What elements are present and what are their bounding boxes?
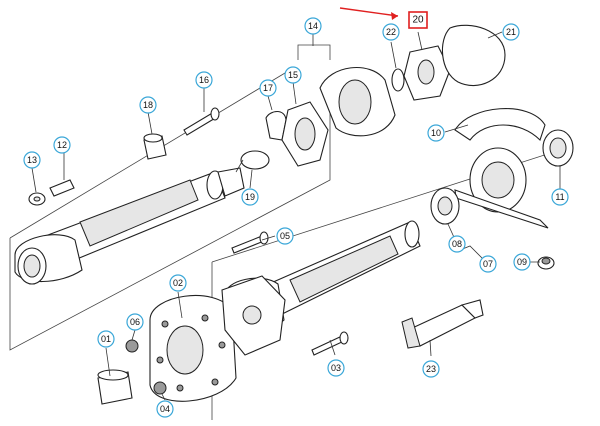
highlight-box [408,11,428,29]
bolt-and-washer [28,179,75,206]
callout-label: 11 [555,192,564,202]
callout-23: 23 [422,360,440,378]
callout-label: 20 [412,15,424,26]
seal-ring [542,129,574,167]
callout-19: 19 [241,188,259,206]
callout-label: 23 [426,364,436,374]
callout-circle [126,313,144,331]
callout-label: 02 [173,278,183,288]
callout-11: 11 [551,188,569,206]
callout-circle [97,330,115,348]
callout-tags: 01 02 03 04 05 06 07 08 09 10 11 12 13 15 16 17 18 19 20 21… [23,11,569,418]
callout-circle [276,227,294,245]
grommet [537,256,555,270]
callout-label: 21 [506,27,516,37]
hose-clamp [235,150,270,173]
callout-circle [427,124,445,142]
callout-05: 05 [276,227,294,245]
callout-circle [551,188,569,206]
callout-10: 10 [427,124,445,142]
callout-circle [502,23,520,41]
callout-08: 08 [448,235,466,253]
callout-label: 01 [101,334,111,344]
callout-21: 21 [502,23,520,41]
callout-circle [241,188,259,206]
callout-label: 04 [160,404,170,414]
gasket [281,101,329,167]
callout-04: 04 [156,400,174,418]
callout-circle [195,71,213,89]
callout-label: 09 [517,257,527,267]
callout-label: 18 [143,100,153,110]
callout-07: 07 [479,255,497,273]
highlight-arrow [339,7,399,20]
callout-circle [156,400,174,418]
callout-circle [479,255,497,273]
callout-15: 15 [284,66,302,84]
sleeve [97,369,133,405]
ball-bearing [430,187,460,225]
callout-label: 06 [130,317,140,327]
callout-circle [448,235,466,253]
grease-tube [401,299,484,349]
callout-circle [23,151,41,169]
callout-18: 18 [139,96,157,114]
callout-label: 19 [245,192,255,202]
callout-label: 17 [263,83,273,93]
callout-02: 02 [169,274,187,292]
o-ring [391,68,405,92]
callout-circle [304,17,322,35]
callout-circle [169,274,187,292]
flange [221,275,286,356]
joint-housing [319,67,396,137]
callout-label: 07 [483,259,493,269]
callout-circle [422,360,440,378]
callout-22: 22 [382,23,400,41]
callout-03: 03 [327,359,345,377]
callout-14: 14 [304,17,322,35]
callout-label: 22 [386,27,396,37]
callout-16: 16 [195,71,213,89]
center-bearing-support [454,108,549,229]
callout-circle [284,66,302,84]
callout-circle [139,96,157,114]
callout-label: 08 [452,239,462,249]
callout-17: 17 [259,79,277,97]
callout-circle [259,79,277,97]
callout-label: 03 [331,363,341,373]
callout-circle [382,23,400,41]
callout-circle [513,253,531,271]
callout-12: 12 [53,136,71,154]
callout-01: 01 [97,330,115,348]
rubber-boot [143,133,167,160]
callout-label: 14 [308,21,318,31]
callout-label: 12 [57,140,67,150]
flex-disc [149,295,237,402]
callout-circle [327,359,345,377]
callout-label: 05 [280,231,290,241]
cover-plate [403,45,451,101]
callout-label: 13 [27,155,37,165]
nuts [125,339,167,395]
callout-circle [53,136,71,154]
callout-09: 09 [513,253,531,271]
callout-13: 13 [23,151,41,169]
dust-cover [441,24,506,87]
callout-06: 06 [126,313,144,331]
callout-20: 20 [408,11,428,29]
callout-label: 10 [431,128,441,138]
drive-shaft-upper [14,167,245,285]
callout-label: 15 [288,70,298,80]
callout-label: 16 [199,75,209,85]
